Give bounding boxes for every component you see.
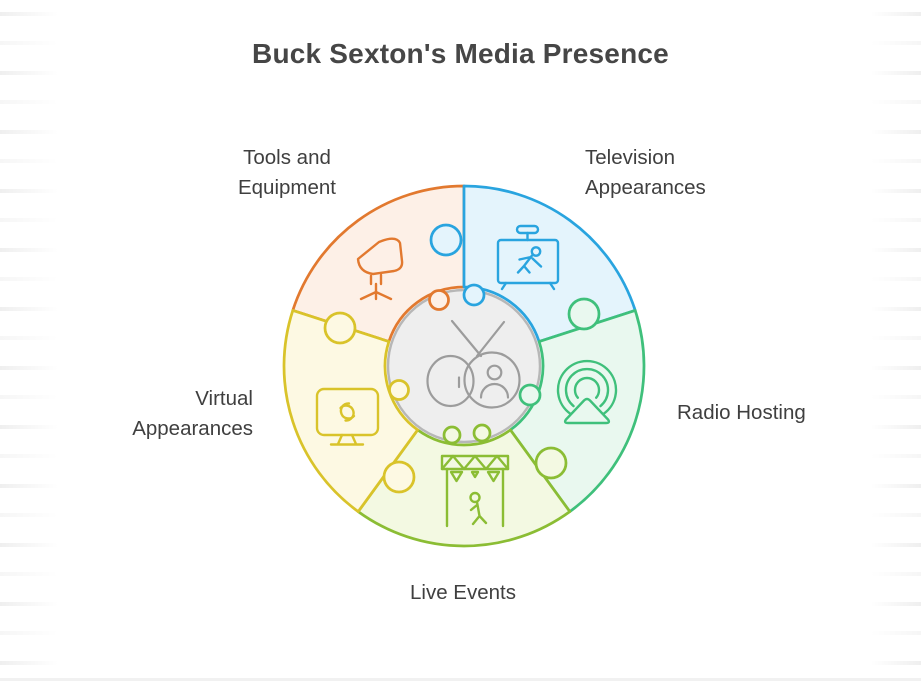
label-line: Appearances: [132, 417, 253, 440]
puzzle-tab: [382, 460, 416, 494]
segment-label-live-events: Live Events: [383, 578, 543, 608]
background-rows-right: [871, 0, 921, 684]
studio-light-icon: [356, 237, 404, 301]
segment-tools-and-equipment: [291, 184, 466, 343]
page-title: Buck Sexton's Media Presence: [252, 38, 669, 69]
radio-broadcast-icon: [556, 359, 618, 425]
puzzle-tab: [567, 297, 601, 331]
segment-label-tools-and-equipment: Tools and Equipment: [197, 143, 377, 203]
tv-antenna-person-icon: [426, 319, 521, 409]
label-line: Tools and: [243, 146, 331, 169]
segment-label-television-appearances: Television Appearances: [585, 143, 765, 203]
puzzle-tab: [462, 283, 486, 307]
puzzle-tab: [442, 425, 462, 445]
label-line: Equipment: [237, 176, 336, 199]
puzzle-tab: [388, 379, 410, 401]
label-line: Live Events: [410, 581, 516, 604]
segment-label-virtual-appearances: Virtual Appearances: [88, 384, 253, 444]
center-hub: [386, 288, 542, 444]
segment-virtual-appearances: [282, 309, 419, 513]
label-line: Television: [585, 146, 676, 169]
puzzle-tab: [323, 311, 357, 345]
tv-presenter-icon: [496, 224, 560, 291]
stage-performer-icon: [440, 454, 510, 528]
background-rows-left: [0, 0, 58, 684]
segment-live-events: [356, 428, 572, 548]
label-line: Virtual: [195, 387, 253, 410]
puzzle-tab: [518, 383, 542, 407]
puzzle-tab: [429, 223, 463, 257]
puzzle-tab: [472, 423, 492, 443]
monitor-link-icon: [315, 387, 380, 446]
label-line: Radio Hosting: [677, 401, 806, 424]
label-line: Appearances: [585, 176, 706, 199]
puzzle-tab: [428, 289, 450, 311]
bottom-divider: [0, 678, 921, 681]
segment-label-radio-hosting: Radio Hosting: [677, 398, 857, 428]
puzzle-tab: [534, 446, 568, 480]
